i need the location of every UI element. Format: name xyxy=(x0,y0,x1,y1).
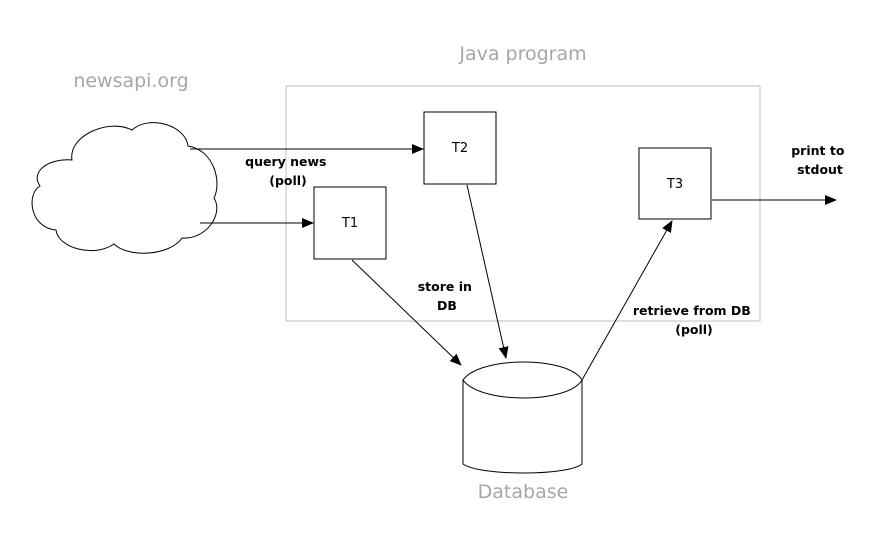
store-in-db-label-line2: DB xyxy=(437,298,457,313)
t2-to-db-arrow xyxy=(466,184,509,359)
retrieve-from-db-label: retrieve from DB (poll) xyxy=(633,303,755,337)
newsapi-title: newsapi.org xyxy=(73,70,188,92)
retrieve-from-db-label-line1: retrieve from DB xyxy=(633,303,751,318)
retrieve-from-db-label-line2: (poll) xyxy=(675,322,713,337)
query-news-label-line1: query news xyxy=(245,154,326,169)
query-news-label-line2: (poll) xyxy=(269,173,307,188)
print-to-stdout-label-line2: stdout xyxy=(797,162,843,177)
t3-box xyxy=(638,147,712,220)
database-cylinder-icon xyxy=(462,361,583,474)
t1-label: T1 xyxy=(341,216,358,231)
t2-box xyxy=(423,111,497,185)
store-in-db-label-line1: store in xyxy=(418,279,472,294)
newsapi-cloud-icon xyxy=(31,122,218,254)
db-to-t3-arrow xyxy=(581,220,673,381)
query-news-label: query news (poll) xyxy=(245,154,331,188)
t2-label: T2 xyxy=(451,141,468,156)
java-program-container xyxy=(285,85,761,322)
print-to-stdout-label-line1: print to xyxy=(791,143,845,158)
t3-label: T3 xyxy=(666,177,683,192)
t1-to-db-arrow xyxy=(351,259,462,366)
print-to-stdout-label: print to stdout xyxy=(791,143,849,177)
t1-box xyxy=(313,186,387,260)
store-in-db-label: store in DB xyxy=(418,279,477,313)
java-program-title: Java program xyxy=(458,43,586,65)
database-title: Database xyxy=(478,481,569,503)
